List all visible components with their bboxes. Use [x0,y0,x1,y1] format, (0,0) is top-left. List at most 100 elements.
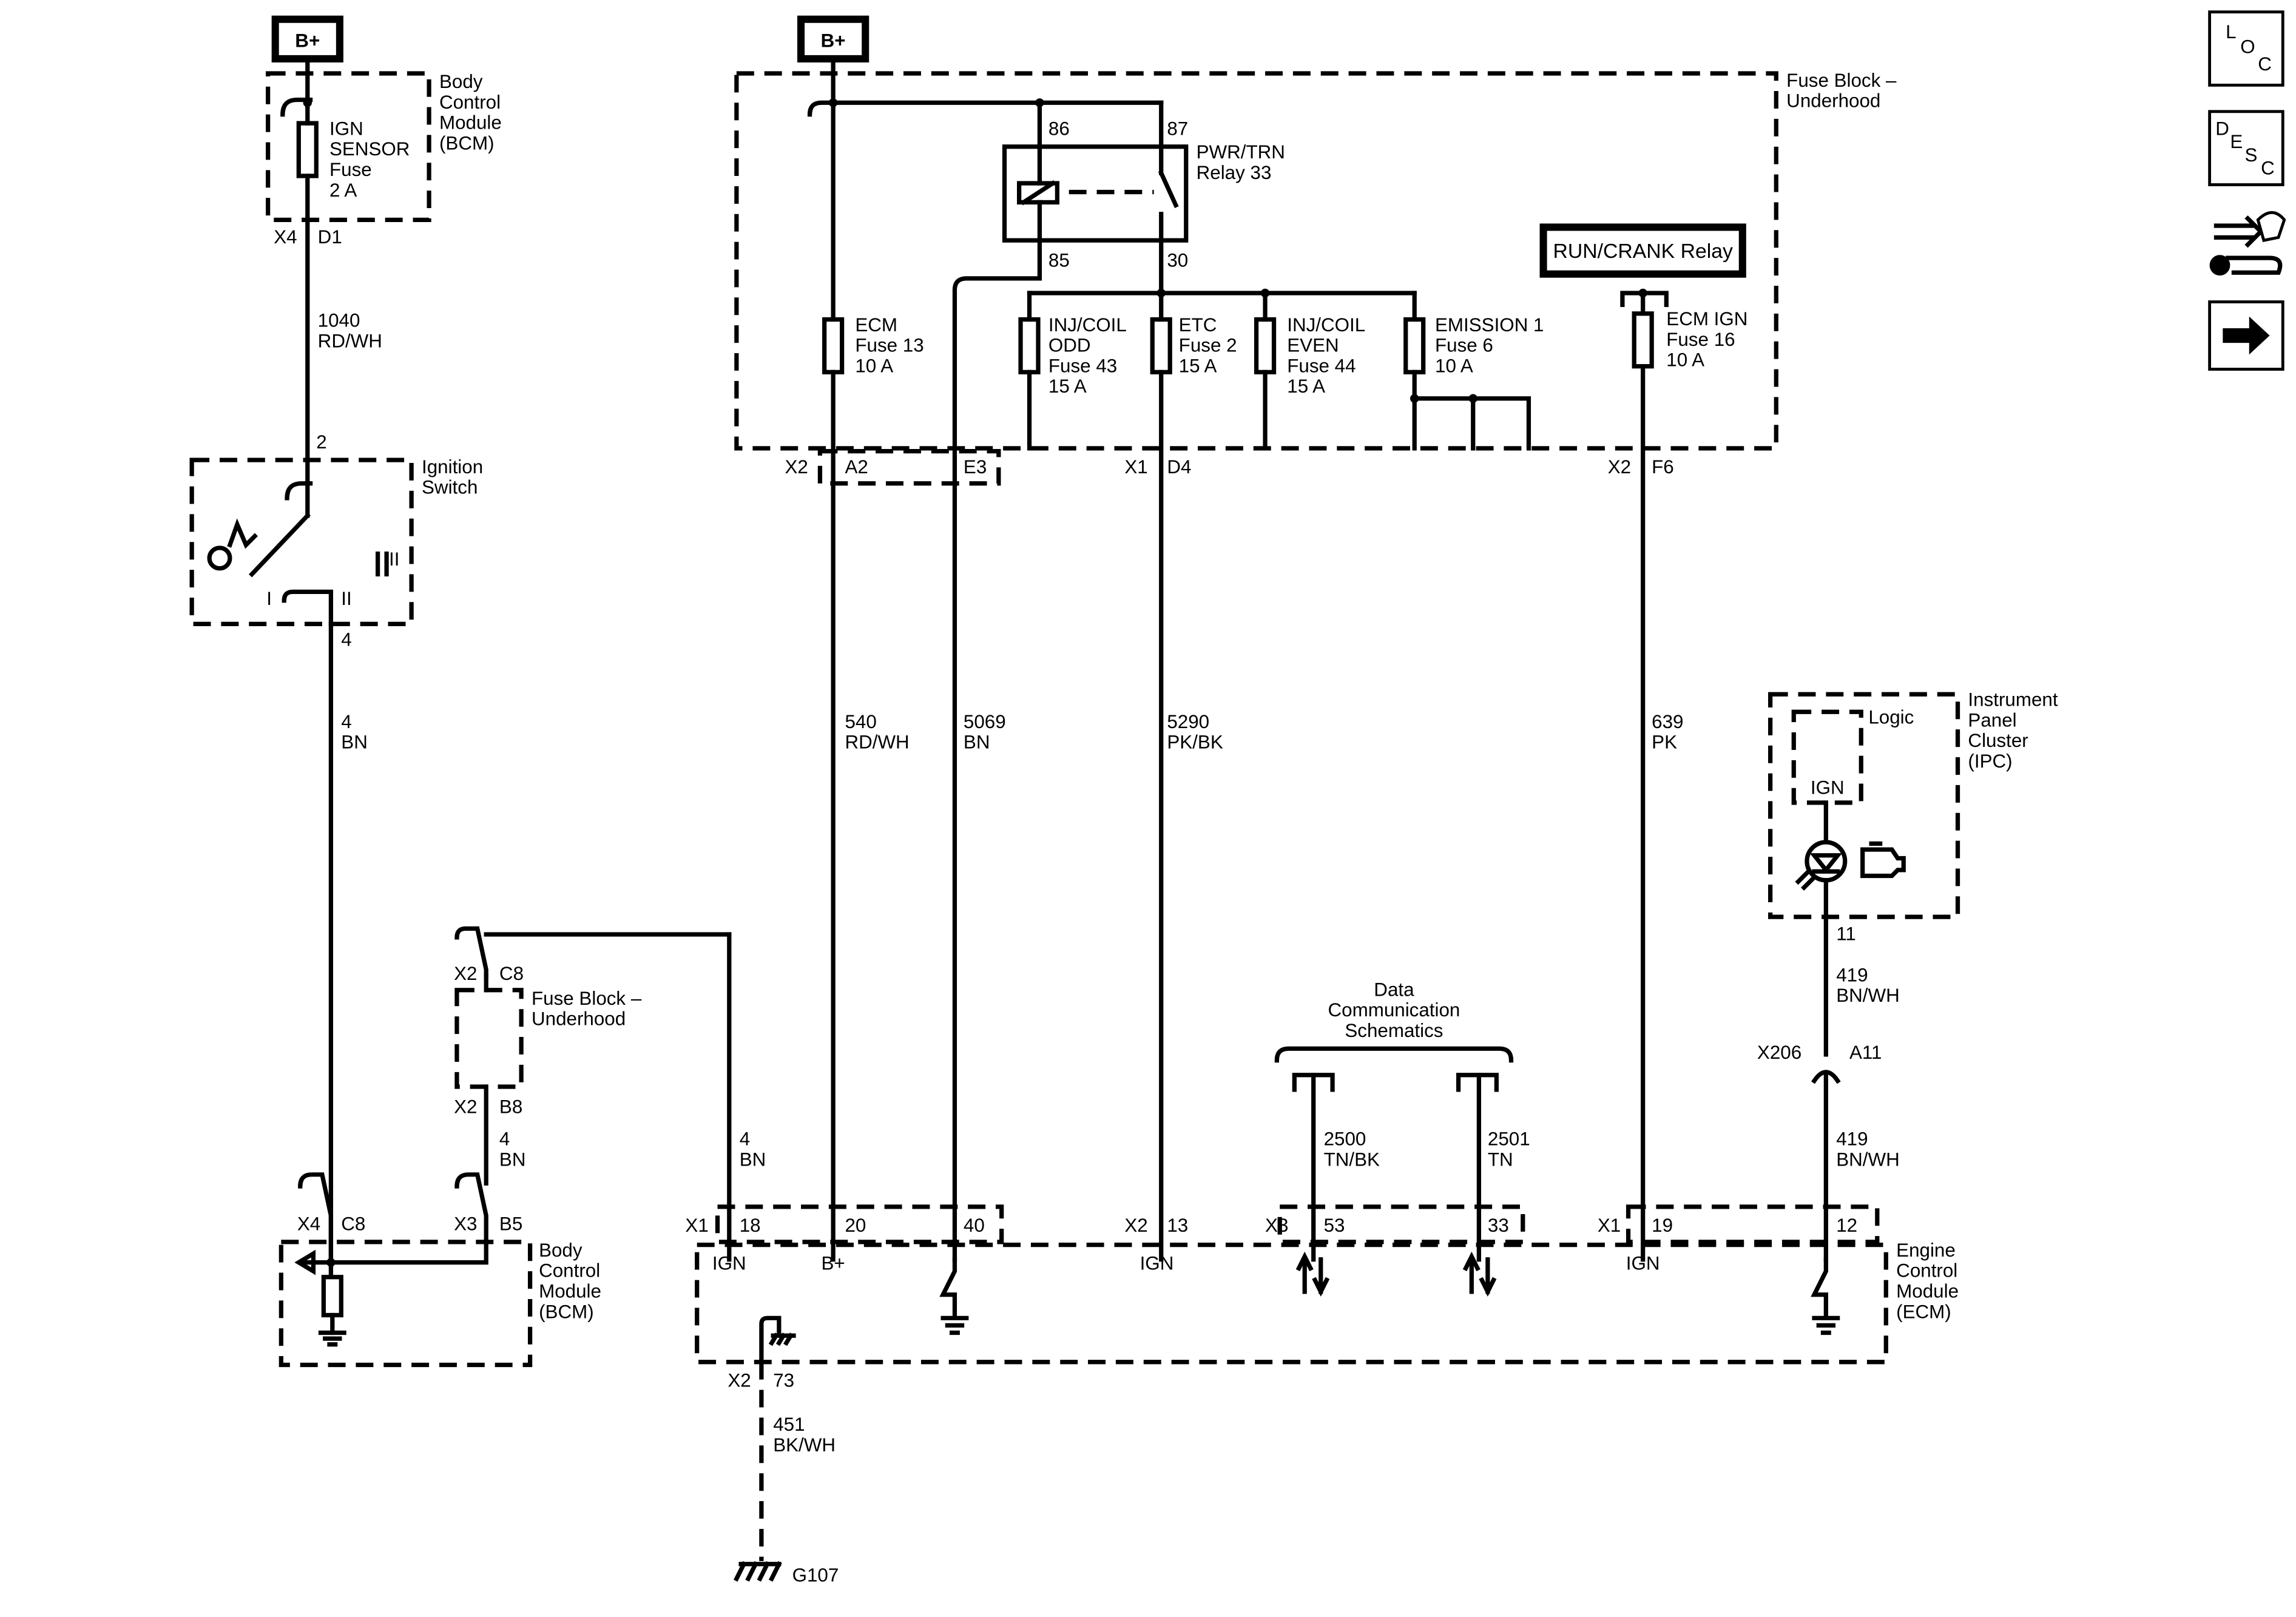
repair-tools-icon[interactable] [2209,211,2286,276]
svg-text:ETC: ETC [1179,314,1217,336]
svg-text:4: 4 [341,711,351,732]
svg-text:11: 11 [1836,923,1856,945]
svg-text:30: 30 [1167,250,1188,271]
svg-text:4: 4 [341,629,351,650]
pwr-trn-relay: 86 87 PWR/TRN Relay 33 85 30 [1002,118,1285,271]
svg-text:A2: A2 [845,456,868,478]
svg-text:B8: B8 [499,1096,522,1117]
svg-text:PK/BK: PK/BK [1167,732,1223,753]
svg-text:X1: X1 [1598,1215,1621,1236]
svg-text:B5: B5 [499,1214,522,1235]
svg-text:Data: Data [1374,979,1414,1000]
svg-text:X2: X2 [454,1096,477,1117]
svg-text:2501: 2501 [1488,1129,1530,1150]
svg-text:IGN: IGN [329,118,363,139]
svg-text:19: 19 [1652,1215,1673,1236]
svg-text:L: L [2226,21,2236,42]
svg-text:1040: 1040 [318,310,360,331]
svg-text:Cluster: Cluster [1968,730,2028,751]
svg-text:PK: PK [1652,732,1677,753]
svg-text:TN/BK: TN/BK [1324,1149,1380,1170]
svg-text:Module: Module [539,1281,601,1302]
svg-text:X2: X2 [1608,456,1631,478]
svg-text:E: E [2230,131,2243,152]
bcm-top-module: Body Control Module (BCM) IGN SENSOR Fus… [266,71,502,222]
svg-text:Logic: Logic [1868,707,1914,728]
svg-text:10 A: 10 A [1435,355,1473,376]
svg-text:B+: B+ [821,30,846,52]
ignition-switch: Ignition Switch 2 III I II 4 [189,431,483,650]
svg-text:II: II [341,588,351,609]
fuse-ecm-13: ECM Fuse 13 10 A [822,100,924,1262]
svg-text:BN: BN [740,1149,766,1170]
svg-text:BN/WH: BN/WH [1836,1149,1900,1170]
left-b-plus: B+ [271,15,343,62]
svg-text:A11: A11 [1849,1042,1882,1063]
svg-text:C8: C8 [499,963,524,984]
svg-text:BN: BN [341,732,368,753]
svg-text:PWR/TRN: PWR/TRN [1197,141,1285,163]
svg-text:X4: X4 [297,1214,320,1235]
engine-control-module: Engine Control Module (ECM) X1 18 20 40 … [685,1204,1959,1391]
svg-text:Control: Control [439,92,501,113]
svg-text:D4: D4 [1167,456,1191,478]
svg-text:85: 85 [1048,250,1070,271]
svg-text:5069: 5069 [964,711,1006,732]
svg-text:BK/WH: BK/WH [773,1434,836,1456]
middle-b-plus: B+ [797,15,869,62]
svg-text:BN: BN [964,732,990,753]
svg-text:(BCM): (BCM) [439,133,495,154]
svg-text:639: 639 [1652,711,1683,732]
svg-text:X2: X2 [1124,1215,1147,1236]
loc-button[interactable]: L O C [2208,10,2284,87]
svg-text:EMISSION 1: EMISSION 1 [1435,314,1544,336]
svg-text:Fuse: Fuse [329,159,372,180]
svg-text:20: 20 [845,1215,866,1236]
svg-text:BN/WH: BN/WH [1836,985,1900,1006]
desc-button[interactable]: D E S C [2208,110,2284,186]
svg-text:E3: E3 [964,456,987,478]
svg-text:RD/WH: RD/WH [318,330,382,351]
svg-text:Ignition: Ignition [422,456,483,478]
svg-text:86: 86 [1048,118,1070,139]
svg-text:451: 451 [773,1414,805,1435]
svg-text:15 A: 15 A [1287,376,1325,397]
svg-text:O: O [2240,36,2255,57]
svg-text:EVEN: EVEN [1287,335,1339,356]
svg-text:D: D [2215,118,2229,139]
svg-text:10 A: 10 A [855,355,893,376]
fuse-block-lower: Fuse Block – Underhood X2 C8 X2 B8 [454,963,642,1118]
svg-text:15 A: 15 A [1048,376,1087,397]
svg-text:419: 419 [1836,964,1868,985]
svg-text:419: 419 [1836,1129,1868,1150]
svg-text:ECM IGN: ECM IGN [1666,308,1747,329]
svg-text:73: 73 [773,1370,794,1391]
fuse-inj-coil-even-44: INJ/COIL EVEN Fuse 44 15 A [1254,291,1365,451]
svg-text:40: 40 [964,1215,985,1236]
svg-text:33: 33 [1488,1215,1509,1236]
svg-text:BN: BN [499,1149,526,1170]
svg-text:ODD: ODD [1048,335,1091,356]
svg-text:X1: X1 [685,1215,708,1236]
fuse-ecm-ign-16: ECM IGN Fuse 16 10 A [1620,288,1747,1262]
next-arrow-button[interactable] [2208,300,2284,371]
svg-text:Underhood: Underhood [1786,90,1880,112]
svg-text:C: C [2258,53,2272,75]
svg-text:Module: Module [1896,1281,1959,1302]
svg-text:I: I [266,588,272,609]
svg-text:X2: X2 [728,1370,751,1391]
svg-text:S: S [2245,144,2258,166]
svg-text:IGN: IGN [1811,777,1845,798]
svg-text:2500: 2500 [1324,1129,1366,1150]
svg-text:TN: TN [1488,1149,1513,1170]
svg-text:IGN: IGN [1626,1253,1660,1274]
svg-text:F6: F6 [1652,456,1674,478]
svg-text:B+: B+ [295,30,320,52]
svg-text:III: III [383,549,399,570]
svg-text:Fuse 13: Fuse 13 [855,335,923,356]
svg-text:Underhood: Underhood [532,1008,626,1030]
svg-text:Instrument: Instrument [1968,689,2058,711]
svg-text:Fuse Block –: Fuse Block – [1786,70,1897,91]
svg-text:540: 540 [845,711,876,732]
